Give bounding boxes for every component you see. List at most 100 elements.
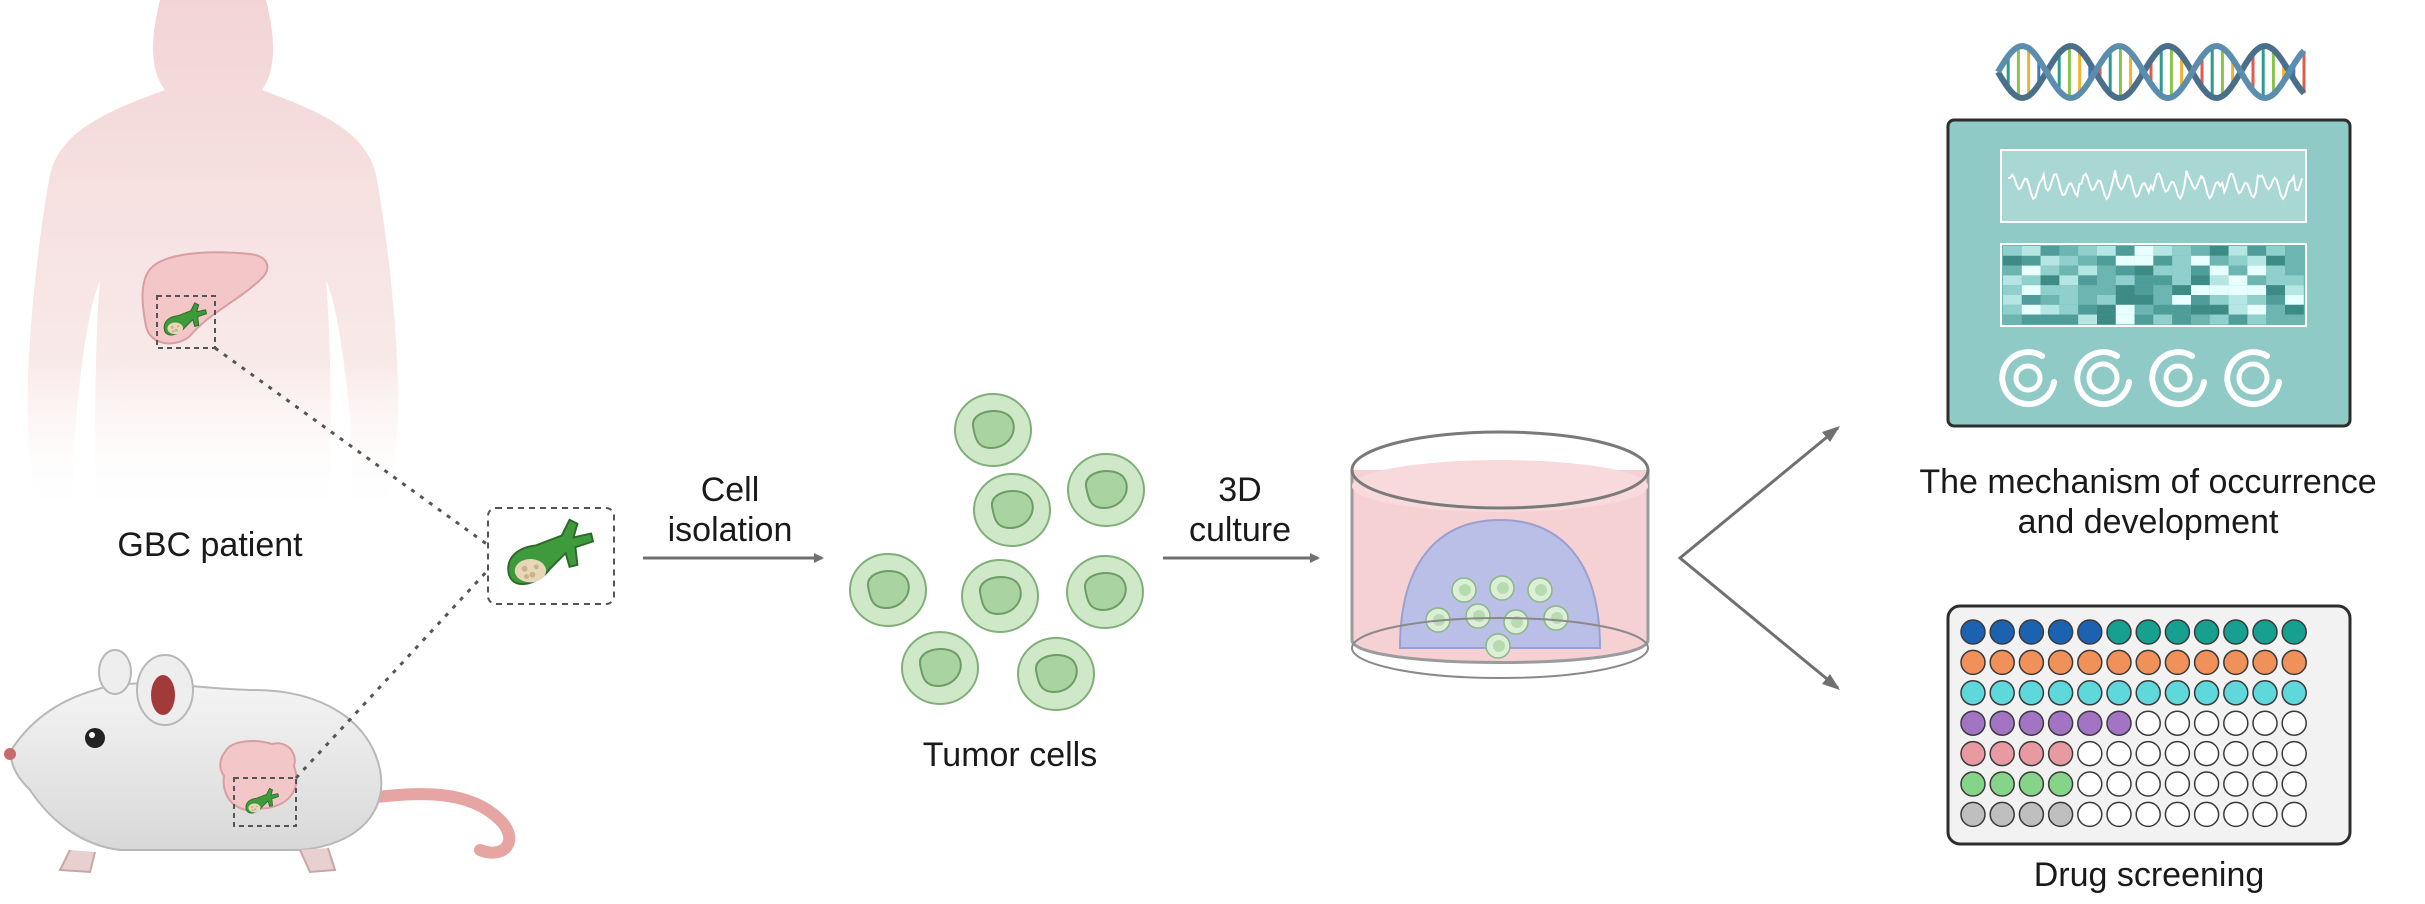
heatmap-cell (2078, 255, 2097, 266)
heatmap-cell (2172, 285, 2191, 295)
heatmap-cell (2021, 304, 2041, 315)
heatmap-cell (2059, 275, 2079, 286)
heatmap-cell (2153, 265, 2173, 276)
well-filled (2018, 771, 2045, 797)
well-empty (2135, 801, 2161, 828)
well-filled (2077, 710, 2103, 736)
heatmap-cell (2115, 265, 2135, 276)
heatmap-cell (2209, 246, 2229, 256)
well-filled (2106, 649, 2132, 676)
heatmap-cell (2040, 275, 2060, 286)
well-filled (2018, 619, 2045, 645)
heatmap-cell (2134, 314, 2154, 325)
well-filled (1989, 801, 2015, 828)
heatmap-cell (2153, 285, 2173, 295)
well-empty (2164, 710, 2191, 736)
well-filled (2135, 649, 2161, 676)
ring-icon (2224, 349, 2282, 408)
label-drug-screening: Drug screening (2033, 856, 2265, 894)
heatmap-cell (2285, 314, 2304, 325)
heatmap-cell (2266, 255, 2285, 266)
well-filled (2047, 740, 2074, 767)
heatmap-cell (2078, 295, 2097, 305)
well-filled (2164, 680, 2191, 706)
well-filled (1960, 801, 1986, 828)
sequence-waveform (2007, 170, 2303, 201)
heatmap-cell (2040, 314, 2060, 325)
well-filled (1960, 740, 1986, 767)
well-filled (1989, 649, 2015, 676)
heatmap-cell (2153, 314, 2173, 325)
well-filled (1960, 771, 1986, 797)
well-filled (2077, 680, 2103, 706)
heatmap-cell (2209, 304, 2229, 315)
heatmap-cell (2021, 285, 2041, 295)
tumor-cell (1017, 637, 1095, 711)
heatmap-cell (2266, 304, 2285, 315)
well-filled (1960, 619, 1986, 645)
human-body-illustration (27, 0, 399, 520)
heatmap-cell (2247, 275, 2267, 286)
well-empty (2193, 740, 2220, 767)
well-filled (1989, 680, 2015, 706)
heatmap-cell (2266, 314, 2285, 325)
dna-strand (1995, 42, 2307, 102)
ring-icon (2149, 349, 2207, 408)
ring-icons (1999, 349, 2282, 408)
label-cell-isolation-line2: isolation (667, 511, 793, 549)
heatmap-cell (2097, 285, 2116, 295)
heatmap-cell (2134, 304, 2154, 315)
label-gbc-patient: GBC patient (117, 526, 303, 564)
heatmap-cell (2209, 295, 2229, 305)
well-filled (2223, 649, 2249, 676)
heatmap-cell (2040, 265, 2060, 276)
dish-cell (1503, 609, 1529, 635)
label-3d-culture: 3D culture (1140, 470, 1340, 550)
well-empty (2252, 740, 2278, 767)
heatmap-cell (2003, 265, 2022, 276)
well-empty (2077, 740, 2103, 767)
heatmap-cell (2003, 275, 2022, 286)
heatmap-cell (2191, 275, 2210, 286)
heatmap-cell (2003, 285, 2022, 295)
well-filled (2252, 649, 2278, 676)
heatmap-cell (2228, 285, 2248, 295)
well-empty (2223, 771, 2249, 797)
heatmap-cell (2153, 255, 2173, 266)
well-empty (2252, 771, 2278, 797)
well-empty (2164, 740, 2191, 767)
well-filled (2193, 649, 2220, 676)
heatmap-cell (2021, 246, 2041, 256)
heatmap-cell (2191, 255, 2210, 266)
well-empty (2135, 771, 2161, 797)
heatmap-cell (2021, 295, 2041, 305)
well-empty (2193, 801, 2220, 828)
tumor-cell (973, 473, 1051, 547)
heatmap-cell (2021, 275, 2041, 286)
heatmap-cell (2285, 265, 2304, 276)
well-filled (2252, 619, 2278, 645)
label-cell-isolation: Cell isolation (620, 470, 840, 550)
tumor-cell (954, 393, 1032, 467)
heatmap-cell (2172, 314, 2191, 325)
heatmap-cell (2003, 314, 2022, 325)
heatmap-cell (2003, 295, 2022, 305)
well-empty (2106, 740, 2132, 767)
well-empty (2106, 771, 2132, 797)
heatmap-cell (2247, 246, 2267, 256)
heatmap-cell (2040, 246, 2060, 256)
well-filled (2018, 649, 2045, 676)
label-cell-isolation-line1: Cell (700, 471, 760, 509)
heatmap-cell (2191, 285, 2210, 295)
heatmap-cell (2153, 246, 2173, 256)
well-filled (2077, 619, 2103, 645)
heatmap-cell (2285, 295, 2304, 305)
heatmap-cell (2078, 285, 2097, 295)
heatmap-cell (2115, 255, 2135, 266)
well-empty (2252, 801, 2278, 828)
well-filled (2252, 680, 2278, 706)
heatmap-cell (2097, 314, 2116, 325)
heatmap-cell (2059, 314, 2079, 325)
heatmap-cell (2209, 275, 2229, 286)
